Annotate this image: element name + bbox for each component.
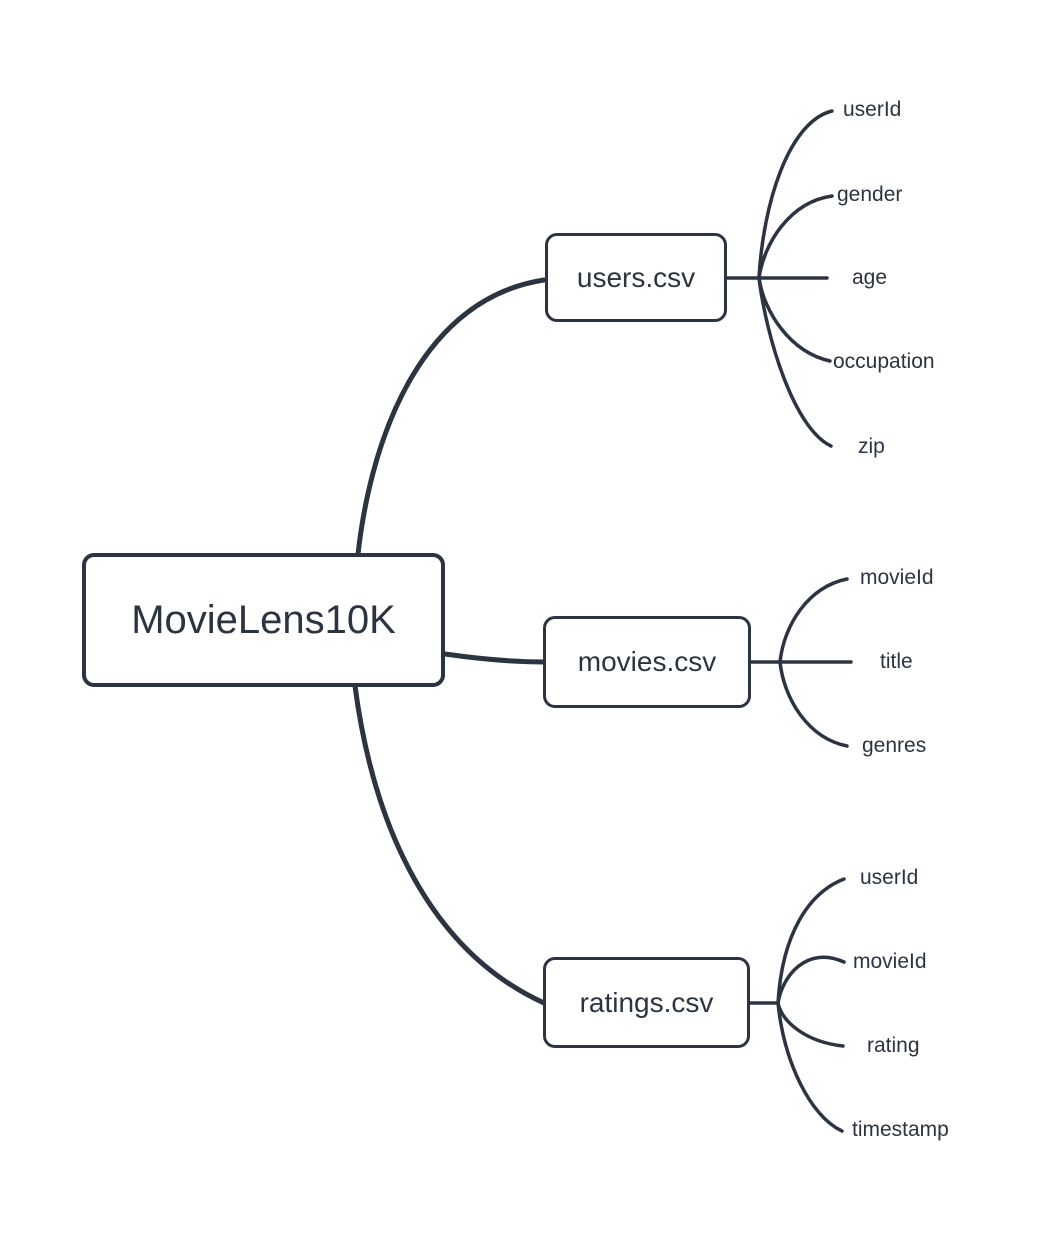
- leaf-movies-movieid: movieId: [860, 566, 934, 589]
- leaf-movies-title: title: [880, 650, 913, 673]
- leaf-ratings-timestamp: timestamp: [852, 1118, 949, 1141]
- edge-movies-movieid: [778, 577, 849, 664]
- node-movies-csv: movies.csv: [543, 616, 751, 708]
- node-users-csv: users.csv: [545, 233, 727, 322]
- node-ratings-csv-label: ratings.csv: [579, 986, 714, 1018]
- node-users-csv-label: users.csv: [576, 261, 696, 293]
- node-root: MovieLens10K: [82, 553, 445, 687]
- edge-users-occupation: [757, 276, 832, 363]
- edge-users-userid: [757, 109, 834, 280]
- node-ratings-csv: ratings.csv: [543, 957, 750, 1048]
- edge-ratings-movieid: [776, 955, 846, 1005]
- edge-root-users: [355, 277, 547, 557]
- leaf-ratings-userid: userId: [860, 866, 919, 889]
- edge-users-zip: [757, 276, 833, 448]
- edge-ratings-userid: [776, 877, 846, 1005]
- leaf-users-gender: gender: [837, 183, 903, 206]
- leaf-users-age: age: [852, 266, 888, 289]
- edge-ratings-timestamp: [776, 1001, 844, 1133]
- leaf-users-zip: zip: [858, 435, 885, 458]
- edge-movies-genres: [778, 660, 849, 748]
- leaf-ratings-rating: rating: [867, 1034, 920, 1057]
- edge-users-gender: [757, 194, 834, 280]
- edge-root-ratings: [352, 683, 547, 1006]
- leaf-ratings-movieid: movieId: [853, 950, 927, 973]
- leaf-movies-genres: genres: [862, 734, 927, 757]
- leaf-users-occupation: occupation: [833, 350, 935, 373]
- edge-ratings-rating: [776, 1001, 845, 1048]
- edge-root-movies: [442, 651, 547, 665]
- leaf-users-userid: userId: [843, 98, 902, 121]
- node-root-label: MovieLens10K: [131, 597, 396, 642]
- node-movies-csv-label: movies.csv: [577, 646, 717, 677]
